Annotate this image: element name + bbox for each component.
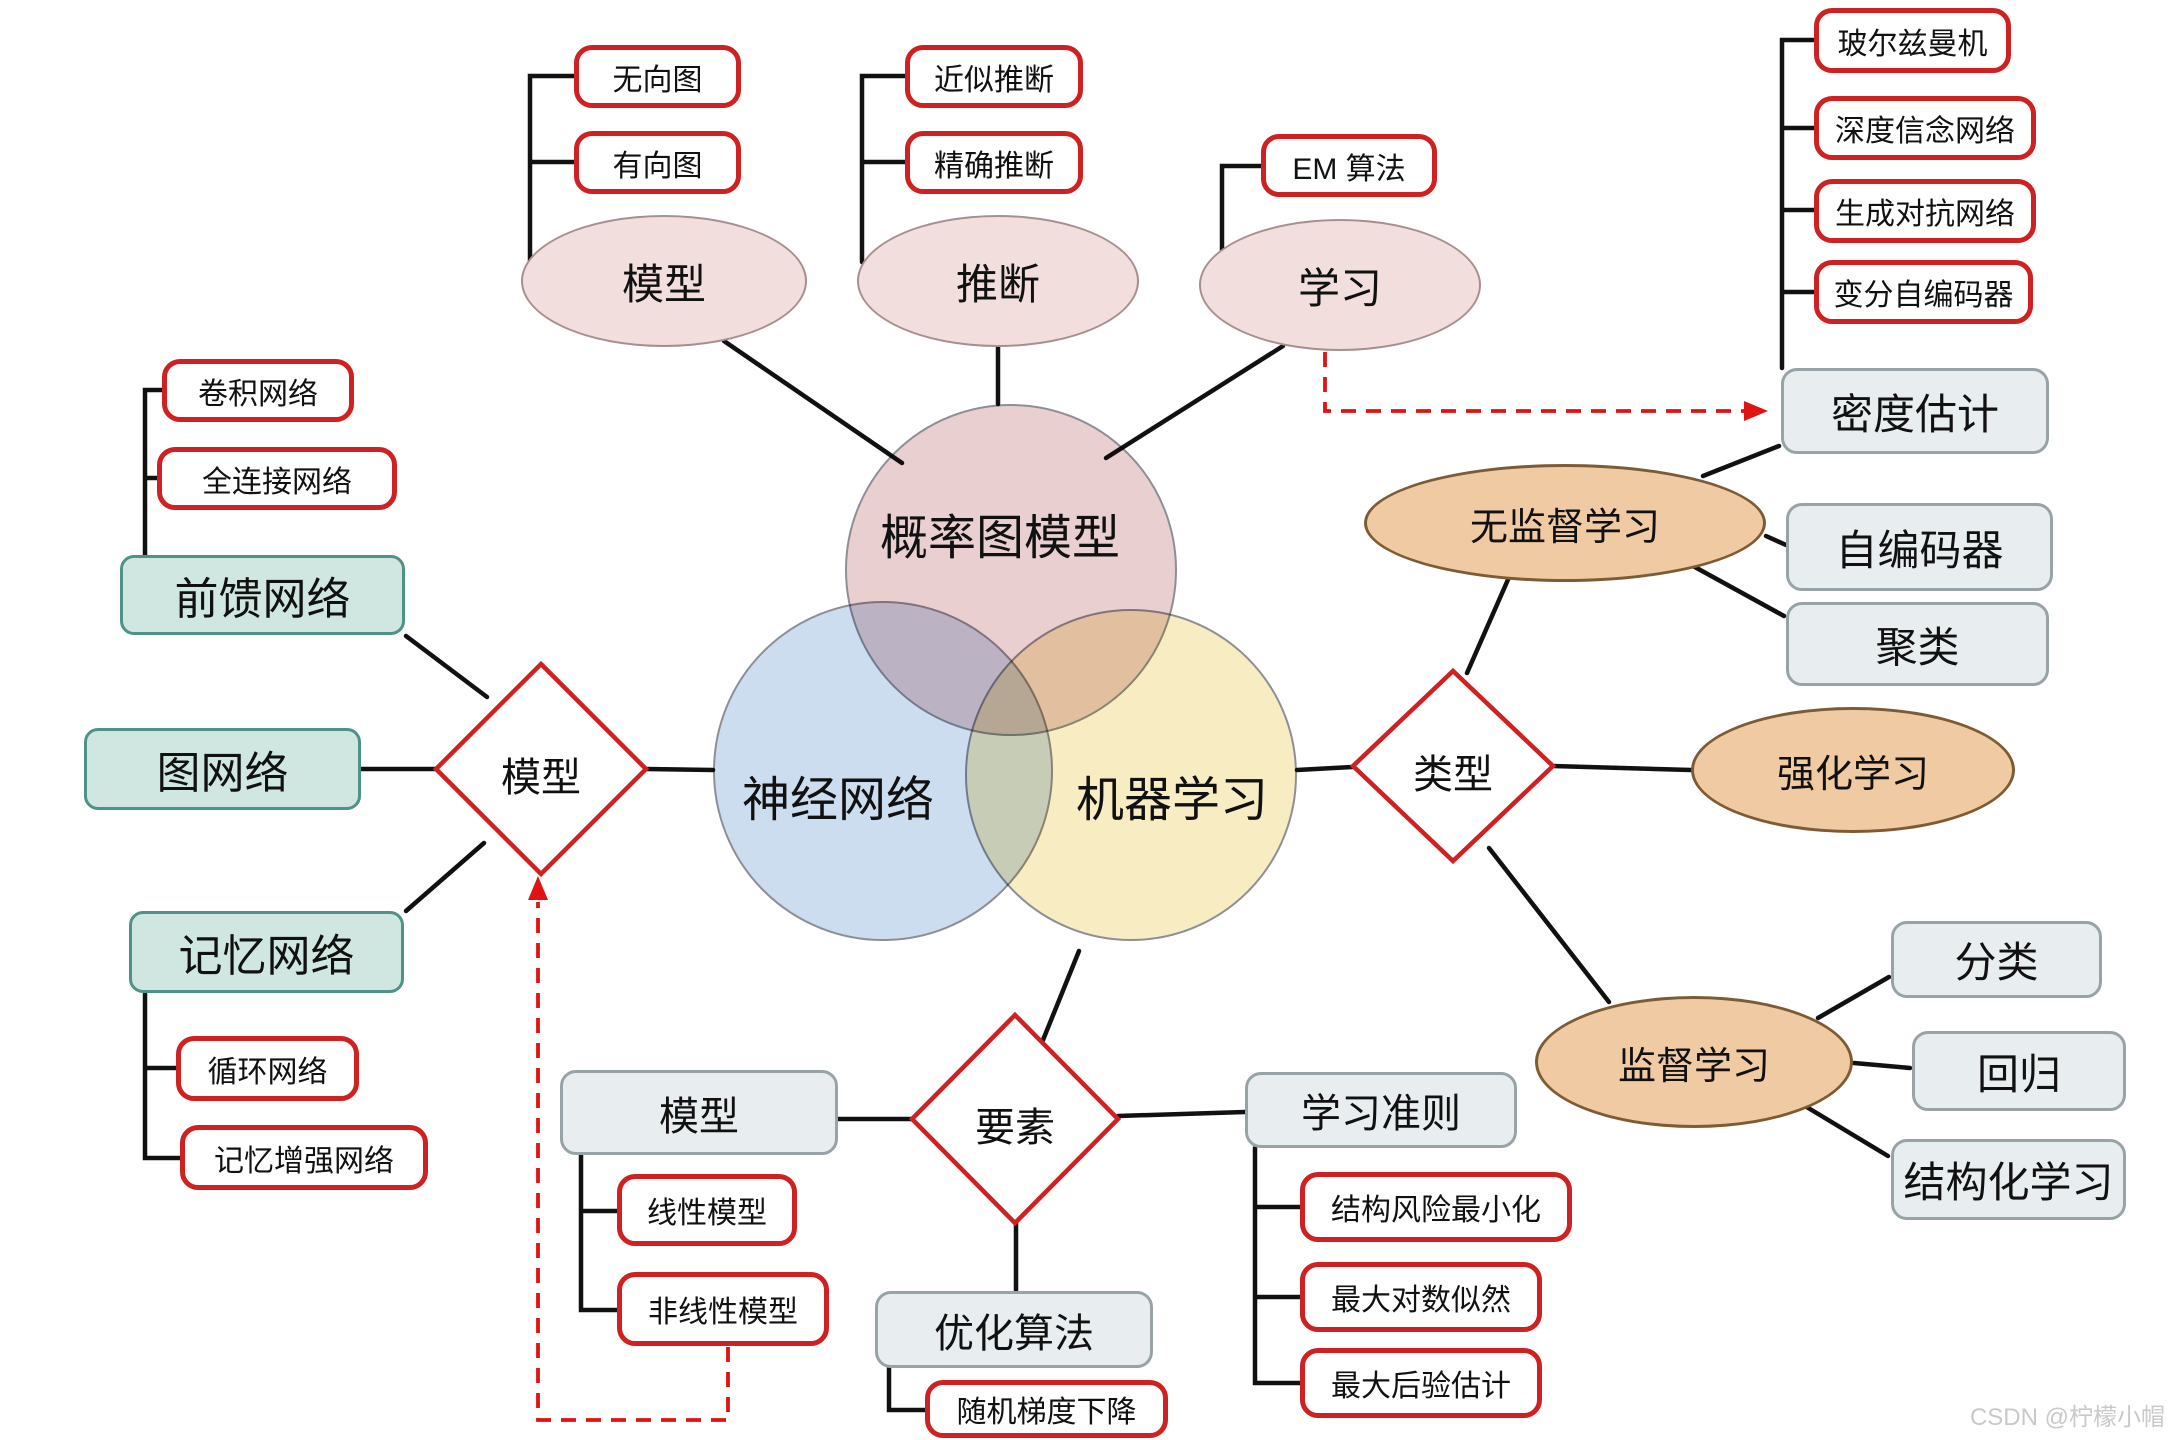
node-unsupervised-learning: 无监督学习 <box>1364 464 1766 582</box>
node-supervised-learning: 监督学习 <box>1535 996 1853 1128</box>
node-feedforward-network: 前馈网络 <box>120 555 405 635</box>
node-linear-model: 线性模型 <box>617 1174 797 1246</box>
node-clustering: 聚类 <box>1786 602 2049 686</box>
venn-label-nn: 神经网络 <box>741 774 934 827</box>
node-vae: 变分自编码器 <box>1814 260 2033 324</box>
node-conv-network: 卷积网络 <box>162 359 354 422</box>
node-density-estimation: 密度估计 <box>1781 368 2049 454</box>
node-boltzmann-machine: 玻尔兹曼机 <box>1814 8 2011 73</box>
node-inference: 推断 <box>857 215 1139 347</box>
nn-model-diamond-label: 模型 <box>501 756 581 800</box>
node-structured-learning: 结构化学习 <box>1891 1139 2126 1220</box>
ml-type-diamond-label: 类型 <box>1413 753 1493 797</box>
node-memory-augmented-network: 记忆增强网络 <box>180 1125 428 1190</box>
node-max-log-likelihood: 最大对数似然 <box>1300 1262 1542 1332</box>
node-graph-network: 图网络 <box>84 728 361 810</box>
node-undirected-graph: 无向图 <box>574 45 741 108</box>
node-elements-model: 模型 <box>560 1070 838 1155</box>
node-memory-network: 记忆网络 <box>129 911 404 993</box>
node-structural-risk-minimization: 结构风险最小化 <box>1300 1172 1572 1242</box>
node-max-a-posteriori: 最大后验估计 <box>1300 1348 1542 1418</box>
node-fully-connected-network: 全连接网络 <box>157 447 397 510</box>
ml-type-diamond-shape <box>1349 667 1557 865</box>
venn-label-ml: 机器学习 <box>1075 774 1268 827</box>
venn-label-pgm: 概率图模型 <box>879 512 1120 565</box>
nn-model-diamond-shape <box>432 660 650 878</box>
node-directed-graph: 有向图 <box>574 131 741 194</box>
node-regression: 回归 <box>1912 1031 2126 1111</box>
csdn-watermark: CSDN @柠檬小帽 <box>1969 1404 2165 1431</box>
node-em-algorithm: EM 算法 <box>1261 134 1437 197</box>
node-learning-criterion: 学习准则 <box>1245 1072 1517 1148</box>
node-approximate-inference: 近似推断 <box>905 45 1083 108</box>
node-sgd: 随机梯度下降 <box>925 1380 1168 1438</box>
venn-circle-ml <box>965 609 1297 941</box>
node-reinforcement-learning: 强化学习 <box>1691 707 2015 833</box>
node-optimization-algorithm: 优化算法 <box>875 1291 1153 1368</box>
node-gan: 生成对抗网络 <box>1814 179 2036 243</box>
node-deep-belief-network: 深度信念网络 <box>1814 96 2036 160</box>
ml-elements-diamond-label: 要素 <box>975 1106 1055 1150</box>
node-classification: 分类 <box>1891 921 2102 998</box>
node-pgm-model: 模型 <box>521 215 807 347</box>
node-nonlinear-model: 非线性模型 <box>617 1272 829 1346</box>
node-pgm-learning: 学习 <box>1199 219 1481 351</box>
ml-elements-diamond-shape <box>908 1011 1122 1227</box>
node-recurrent-network: 循环网络 <box>176 1036 359 1101</box>
node-autoencoder: 自编码器 <box>1786 503 2053 591</box>
node-exact-inference: 精确推断 <box>905 131 1083 194</box>
